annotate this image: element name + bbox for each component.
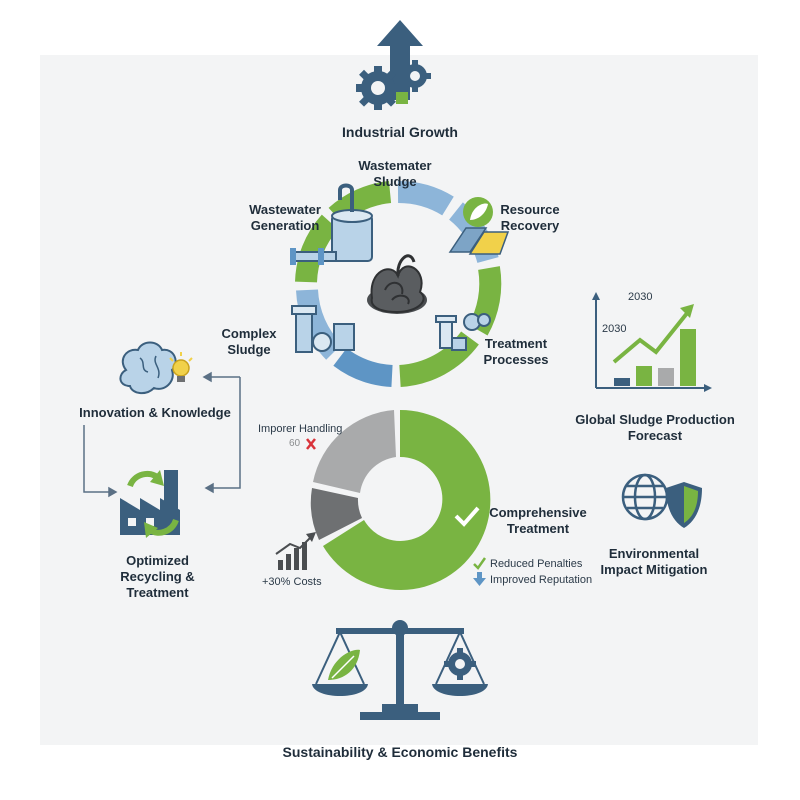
- innovation-label: Innovation & Knowledge: [79, 405, 231, 420]
- brain-icon: [119, 341, 177, 394]
- cost-chart-icon: [275, 532, 316, 570]
- feedback-loop-arrows: [83, 371, 241, 498]
- down-arrow-icon: [473, 572, 486, 586]
- forecast-label-upper: 2030: [628, 291, 653, 303]
- factory-icon: [120, 470, 180, 538]
- wastewater-generation-label: Wastewater Generation: [249, 202, 321, 233]
- treatment-donut: [310, 409, 491, 590]
- forecast-bar: [614, 378, 630, 386]
- forecast-bar: [658, 368, 674, 386]
- forecast-label-lower: 2030: [602, 323, 627, 335]
- improper-handling-mark: 60: [289, 438, 301, 449]
- tank-icon: [290, 183, 373, 265]
- forecast-bar: [680, 329, 696, 386]
- shield-icon: [666, 482, 702, 528]
- reduced-penalties-label: Reduced Penalties: [490, 558, 583, 570]
- growth-arrow-icon: [377, 20, 423, 100]
- wastewater-sludge-label: Wastemater Sludge: [358, 158, 432, 189]
- forecast-chart: [592, 292, 712, 392]
- treatment-processes-label: Treatment Processes: [483, 336, 549, 367]
- comprehensive-treatment-label: Comprehensive Treatment: [489, 505, 587, 536]
- sustainability-title: Sustainability & Economic Benefits: [282, 744, 518, 760]
- resource-piles-icon: [448, 227, 510, 255]
- treatment-equipment-icon: [435, 313, 491, 351]
- scale-icon: [312, 620, 488, 720]
- recycling-label: Optimized Recycling & Treatment: [120, 553, 195, 600]
- leaf-icon: [463, 197, 493, 227]
- lightbulb-icon: [169, 352, 193, 382]
- forecast-bar: [636, 366, 652, 386]
- sludge-icon: [367, 254, 427, 314]
- industrial-growth-title: Industrial Growth: [342, 124, 458, 140]
- resource-recovery-label: Resource Recovery: [500, 202, 560, 233]
- check-icon: [473, 557, 487, 570]
- x-mark-icon: [306, 438, 316, 450]
- scale-gear-icon: [444, 648, 476, 680]
- costs-label: +30% Costs: [262, 576, 322, 588]
- improved-reputation-label: Improved Reputation: [490, 574, 593, 586]
- forecast-title: Global Sludge Production Forecast: [575, 412, 735, 443]
- gears-icon: [356, 60, 431, 110]
- machinery-icon: [291, 305, 355, 353]
- scale-leaf-icon: [328, 649, 360, 680]
- complex-sludge-label: Complex Sludge: [221, 326, 277, 357]
- environmental-label: Environmental Impact Mitigation: [600, 546, 708, 577]
- globe-icon: [621, 473, 669, 521]
- improper-handling-label: Imporer Handling: [258, 423, 343, 435]
